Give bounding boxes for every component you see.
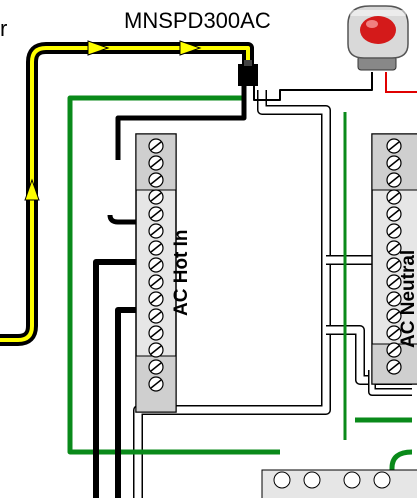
- hot-block-label: AC Hot In: [171, 229, 192, 316]
- screw-slot: [388, 209, 400, 219]
- screw-slot: [150, 141, 162, 151]
- screw-slot: [388, 141, 400, 151]
- screw-slot: [150, 294, 162, 304]
- wire-junction-block: [238, 64, 258, 86]
- arrow-up-icon: [24, 178, 40, 201]
- spd-device: [347, 5, 409, 71]
- screw-slot: [150, 260, 162, 270]
- screw-slot: [388, 158, 400, 168]
- screw-slot: [150, 192, 162, 202]
- hot-screw-column: [148, 138, 164, 392]
- arrow-right-icon: [87, 40, 110, 56]
- screw-slot: [150, 379, 162, 389]
- screw-slot: [150, 175, 162, 185]
- screw-slot: [388, 328, 400, 338]
- neutral-busbar: [371, 133, 417, 385]
- screw-slot: [150, 328, 162, 338]
- screw-slot: [388, 294, 400, 304]
- neutral-screw-column: [386, 138, 402, 375]
- screw-slot: [388, 243, 400, 253]
- white-neutral-wires: [133, 90, 412, 498]
- spd-label: MNSPD300AC: [124, 8, 271, 33]
- screw-slot: [150, 243, 162, 253]
- screw-slot: [388, 175, 400, 185]
- screw-slot: [388, 277, 400, 287]
- red-wire: [385, 72, 417, 93]
- screw-slot: [150, 158, 162, 168]
- green-ground-wires: [67, 84, 413, 498]
- neutral-block-label: AC Neutral: [398, 249, 417, 348]
- screw-slot: [388, 260, 400, 270]
- left-edge-text: r: [0, 16, 8, 41]
- screw-slot: [150, 345, 162, 355]
- screw-slot: [388, 192, 400, 202]
- screw-slot: [150, 311, 162, 321]
- screw-slot: [388, 345, 400, 355]
- screw-slot: [150, 209, 162, 219]
- bottom-terminal-strip: [261, 469, 417, 498]
- screw-slot: [388, 226, 400, 236]
- screw-slot: [150, 362, 162, 372]
- screw-slot: [388, 311, 400, 321]
- screw-slot: [388, 362, 400, 372]
- screw-slot: [150, 226, 162, 236]
- black-hot-wires: [0, 42, 373, 498]
- screw-slot: [150, 277, 162, 287]
- hot-busbar: [135, 133, 177, 413]
- flow-arrows: [24, 40, 202, 201]
- arrow-right-icon: [179, 40, 202, 56]
